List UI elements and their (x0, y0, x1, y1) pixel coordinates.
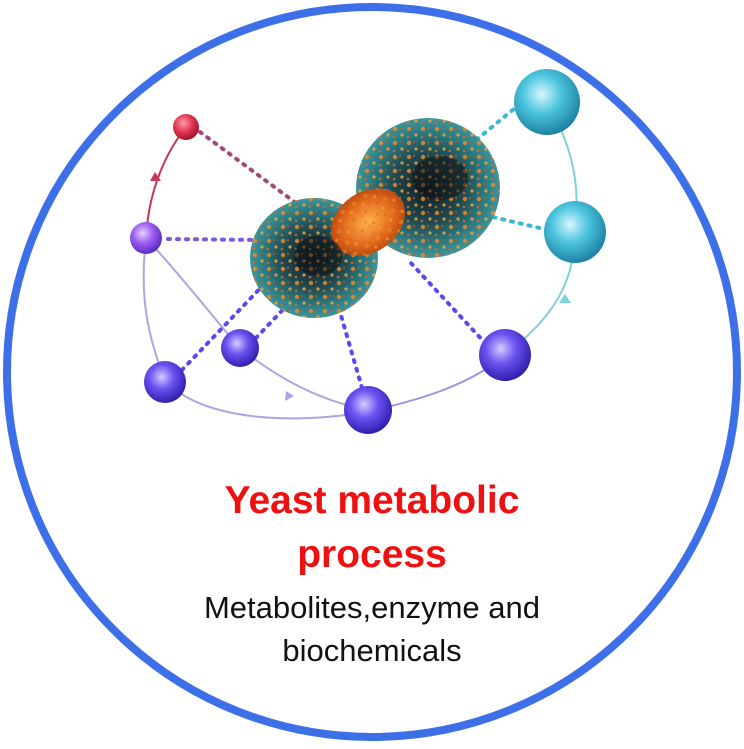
metabolite-node-icon (130, 222, 162, 254)
subtitle-line-2: biochemicals (282, 633, 462, 668)
title-line-2: process (297, 533, 447, 576)
diagram-title: Yeast metabolic process (0, 474, 744, 582)
metabolite-node-icon (344, 386, 392, 434)
metabolite-node-icon (544, 201, 606, 263)
outer-ring (3, 3, 741, 741)
title-line-1: Yeast metabolic (224, 479, 520, 522)
metabolite-node-icon (221, 329, 259, 367)
metabolite-node-icon (514, 69, 580, 135)
subtitle-line-1: Metabolites,enzyme and (203, 590, 541, 625)
metabolite-node-icon (479, 329, 531, 381)
metabolite-node-icon (144, 361, 186, 403)
metabolite-node-icon (173, 114, 199, 140)
diagram-subtitle: Metabolites,enzyme and biochemicals (0, 586, 744, 672)
dotted-links (166, 102, 550, 390)
metabolite-nodes (130, 69, 606, 434)
yeast-cell-icon (250, 118, 500, 318)
